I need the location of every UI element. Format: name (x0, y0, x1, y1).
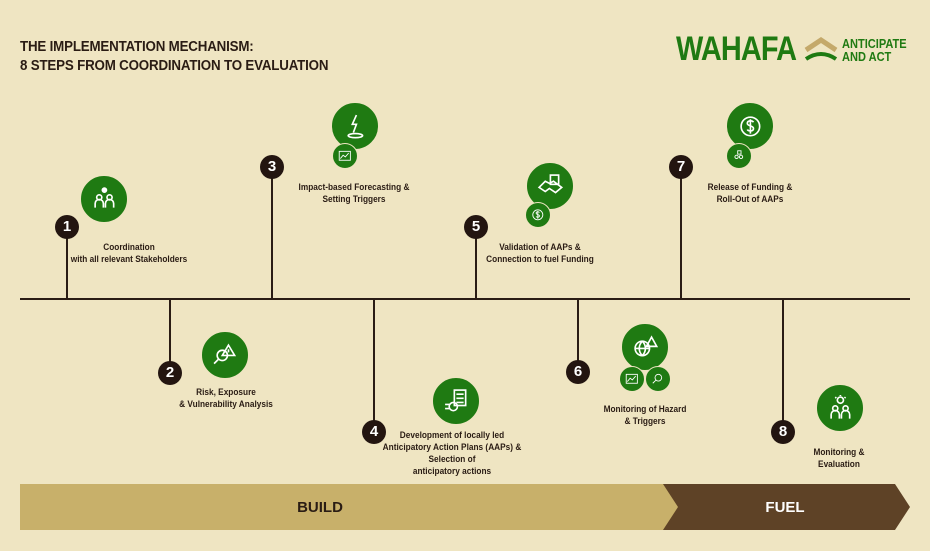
step-6-label: Monitoring of Hazard & Triggers (553, 403, 737, 427)
fuel-bar (663, 484, 910, 530)
magnifier-icon (645, 366, 671, 392)
step-4-label-line: Anticipatory Action Plans (AAPs) & (382, 442, 522, 452)
title-line-1: THE IMPLEMENTATION MECHANISM: (20, 39, 254, 55)
build-bar (20, 484, 680, 530)
step-4-stem (373, 299, 375, 432)
step-6-number: 6 (566, 360, 590, 384)
step-3-stem (271, 167, 273, 299)
logo-tagline-1: ANTICIPATE (842, 35, 907, 51)
checklist-icon (432, 377, 480, 425)
step-3-number: 3 (260, 155, 284, 179)
step-2-stem (169, 299, 171, 373)
wahafa-logo: WAHAFA ANTICIPATE AND ACT (676, 30, 918, 69)
step-3-label-line: Impact-based Forecasting & (298, 182, 410, 192)
step-2-number: 2 (158, 361, 182, 385)
step-7-label-line: Roll-Out of AAPs (716, 194, 784, 204)
globe-warning-icon (621, 323, 669, 371)
step-1-stem (66, 227, 68, 299)
step-6-label-line: Monitoring of Hazard (603, 404, 687, 414)
step-7-label-line: Release of Funding & (707, 182, 793, 192)
step-7-stem (680, 167, 682, 299)
step-4-label-line: Development of locally led (399, 430, 505, 440)
logo-chevron-icon (804, 36, 838, 61)
step-3-label-line: Setting Triggers (322, 194, 386, 204)
step-4-number: 4 (362, 420, 386, 444)
fuel-label: FUEL (765, 498, 805, 516)
logo-tagline-2: AND ACT (842, 48, 892, 64)
step-4-label-line: Selection of (428, 454, 476, 464)
step-2-label-line: & Vulnerability Analysis (179, 399, 273, 409)
step-8-stem (782, 299, 784, 432)
step-5-label-line: Connection to fuel Funding (486, 254, 594, 264)
step-2-label: Risk, Exposure & Vulnerability Analysis (134, 386, 318, 410)
chart-icon (619, 366, 645, 392)
step-5-number: 5 (464, 215, 488, 239)
step-8-label: Monitoring & Evaluation (747, 446, 930, 470)
step-1-label: Coordination with all relevant Stakeholde… (37, 241, 221, 265)
step-1-number: 1 (55, 215, 79, 239)
magnifier-warning-icon (201, 331, 249, 379)
step-2-label-line: Risk, Exposure (196, 387, 256, 397)
step-3-label: Impact-based Forecasting & Setting Trigge… (262, 181, 446, 205)
step-8-number: 8 (771, 420, 795, 444)
step-5-label: Validation of AAPs & Connection to fuel F… (448, 241, 632, 265)
people-gear-icon (80, 175, 128, 223)
page-title: THE IMPLEMENTATION MECHANISM: 8 STEPS FR… (20, 38, 328, 76)
step-6-label-line: & Triggers (624, 416, 666, 426)
step-8-label-line: Monitoring & (813, 447, 865, 457)
step-1-label-line: Coordination (103, 242, 155, 252)
logo-name: WAHAFA (676, 30, 797, 68)
timeline-axis (20, 298, 910, 300)
people-idea-icon (816, 384, 864, 432)
step-5-label-line: Validation of AAPs & (499, 242, 581, 252)
step-8-label-line: Evaluation (818, 459, 860, 469)
people-network-icon (726, 143, 752, 169)
step-6-stem (577, 299, 579, 372)
step-5-stem (475, 227, 477, 299)
step-7-number: 7 (669, 155, 693, 179)
title-line-2: 8 STEPS FROM COORDINATION TO EVALUATION (20, 58, 329, 74)
lightning-icon (331, 102, 379, 150)
step-4-label-line: anticipatory actions (412, 466, 492, 476)
dollar-icon (525, 202, 551, 228)
step-7-label: Release of Funding & Roll-Out of AAPs (658, 181, 842, 205)
build-label: BUILD (297, 498, 343, 516)
chart-icon (332, 143, 358, 169)
step-1-label-line: with all relevant Stakeholders (70, 254, 188, 264)
